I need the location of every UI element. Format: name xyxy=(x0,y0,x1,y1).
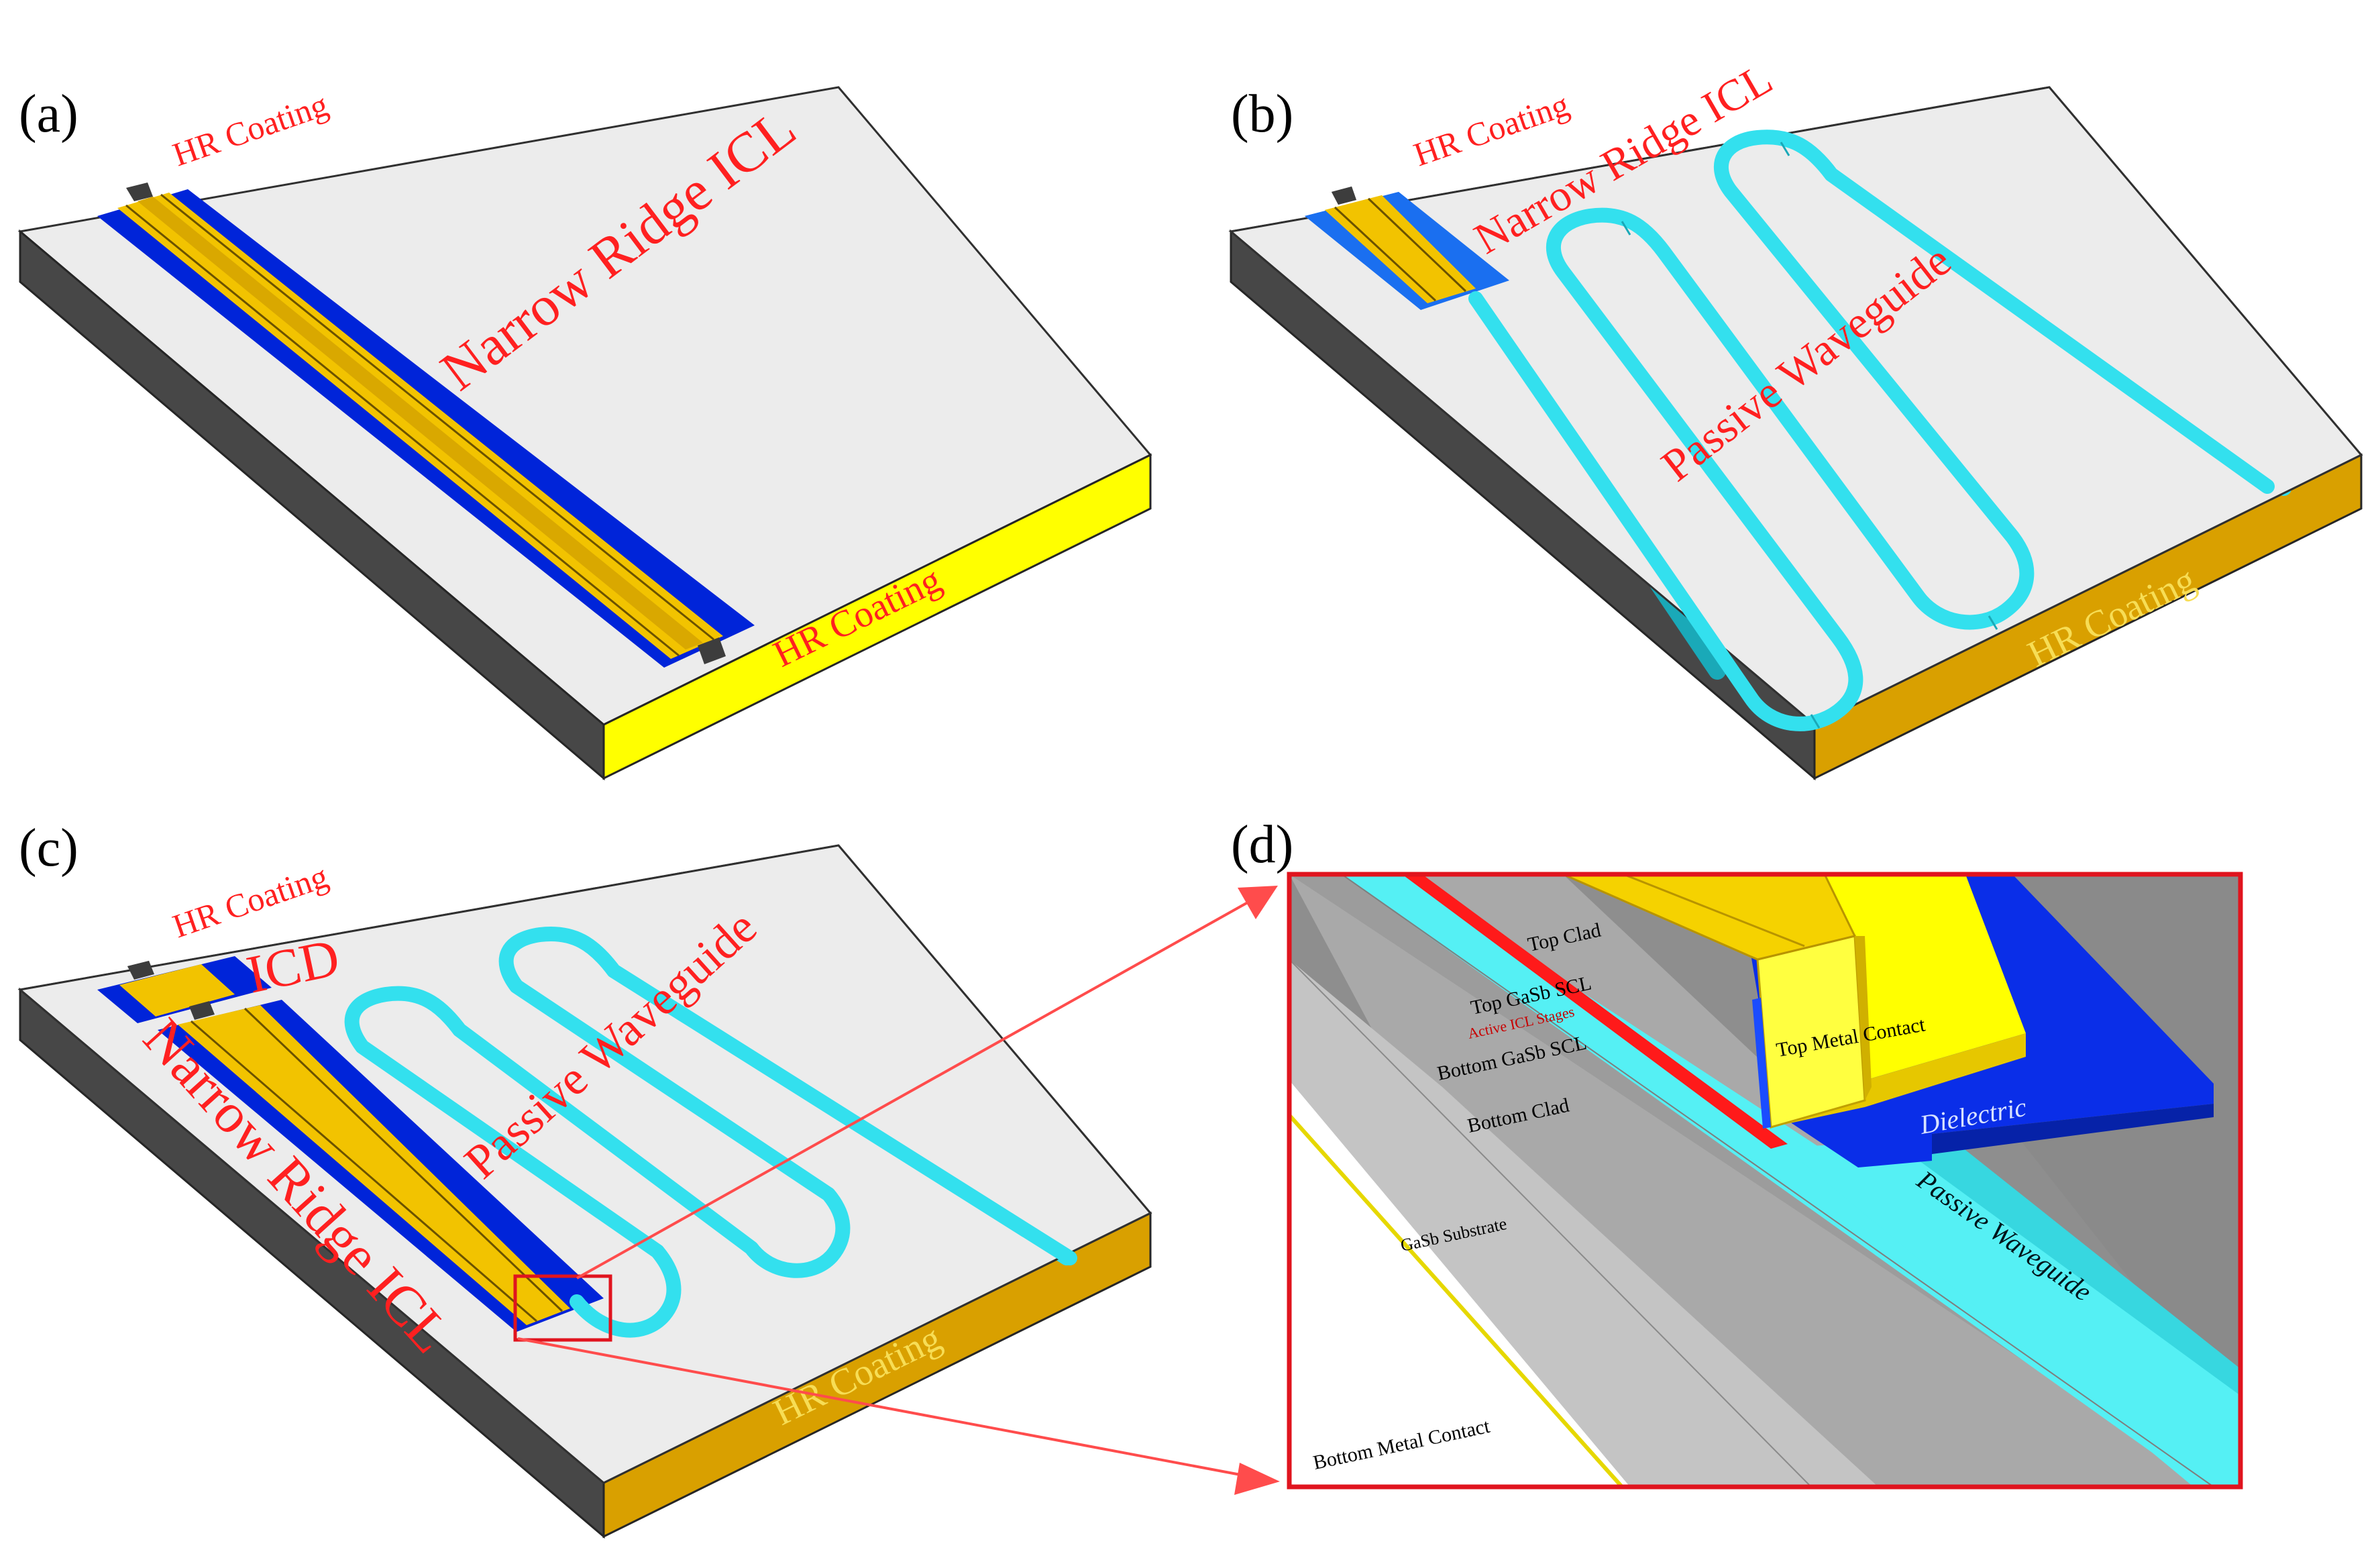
panel-c-letter: (c) xyxy=(19,819,78,878)
panel-c: (c) xyxy=(17,819,1152,1539)
zoom-arrows xyxy=(517,886,1280,1495)
panel-d-ridge-top-line xyxy=(1623,874,1805,947)
panel-b-letter: (b) xyxy=(1231,85,1293,144)
panel-a-ridge-gold-mid xyxy=(138,197,703,649)
panel-a-ridge-line-2 xyxy=(160,193,714,641)
panel-d-active-stage-band xyxy=(1402,874,1788,1149)
panel-b: (b) xyxy=(1228,54,2363,781)
panel-a-facet-top xyxy=(126,183,153,201)
zoom-arrow-upper-line xyxy=(576,901,1248,1280)
panel-d-inset-frame xyxy=(1287,872,2243,1490)
panel-d-bottom-metal-line xyxy=(1289,1113,1624,1487)
panel-a-ridge-line-1 xyxy=(125,204,680,657)
panel-d-substrate-front xyxy=(1289,1080,1630,1487)
zoom-arrow-upper-head xyxy=(1238,886,1278,919)
panel-d-passive-waveguide-top xyxy=(1892,1134,2240,1396)
panel-a-hr-coating-top-label: HR Coating xyxy=(168,85,332,173)
panel-b-hr-coating-top-label: HR Coating xyxy=(1409,85,1573,173)
zoom-arrow-lower-head xyxy=(1234,1463,1280,1495)
panel-d-layer-line-1 xyxy=(1289,959,1812,1487)
panel-c-hr-coating-top-label: HR Coating xyxy=(168,857,332,945)
panel-d-ridge-dielectric-edge xyxy=(1752,998,1771,1129)
panel-c-inset-marker xyxy=(513,1274,612,1342)
panel-c-serpentine-fix xyxy=(17,844,1152,1484)
panel-d-layer-line-2 xyxy=(1341,874,2214,1487)
panel-a-facet-bottom xyxy=(698,637,726,664)
zoom-arrow-lower-line xyxy=(517,1337,1248,1477)
panel-d-letter: (d) xyxy=(1231,815,1293,874)
panel-d-ridge-side-step xyxy=(1855,936,1872,1100)
panel-a-hr-coating-front xyxy=(602,453,1152,780)
panel-a-letter: (a) xyxy=(19,85,78,144)
panel-b-waveguide-clean xyxy=(1228,86,2363,731)
panel-d-dielectric-shade xyxy=(1932,1104,2214,1154)
panel-a: (a) HR Coating Narrow Ridge ICL HR Coati… xyxy=(17,85,1152,781)
panel-d-passive-waveguide-band xyxy=(1784,1141,2240,1487)
panel-d: (d) xyxy=(1231,815,2243,1490)
